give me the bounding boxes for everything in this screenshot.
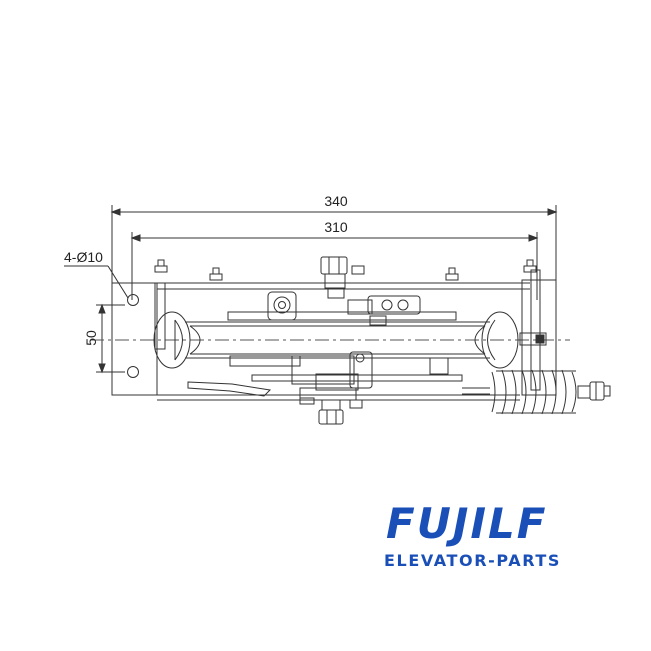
dimension-340 <box>110 205 558 300</box>
dimension-50-label: 50 <box>83 330 99 346</box>
hole-callout-label: 4-Ø10 <box>64 249 103 265</box>
upper-cam-assembly <box>227 291 457 326</box>
brand-logo: FUJILF <box>386 499 548 548</box>
top-center-bolt <box>320 256 365 299</box>
dimension-310-label: 310 <box>324 219 348 235</box>
dimension-50 <box>96 303 125 374</box>
left-mounting-plate <box>111 282 166 396</box>
dimension-340-label: 340 <box>324 193 348 209</box>
top-studs <box>154 259 537 281</box>
brand-tagline: ELEVATOR-PARTS <box>384 551 562 570</box>
main-frame <box>157 282 530 401</box>
release-lever <box>187 381 272 397</box>
hole-callout-leader <box>64 265 129 299</box>
bottom-center-bolt <box>299 397 363 425</box>
tension-spring <box>462 369 611 415</box>
lower-assembly <box>229 351 463 401</box>
dimension-310 <box>130 232 539 300</box>
